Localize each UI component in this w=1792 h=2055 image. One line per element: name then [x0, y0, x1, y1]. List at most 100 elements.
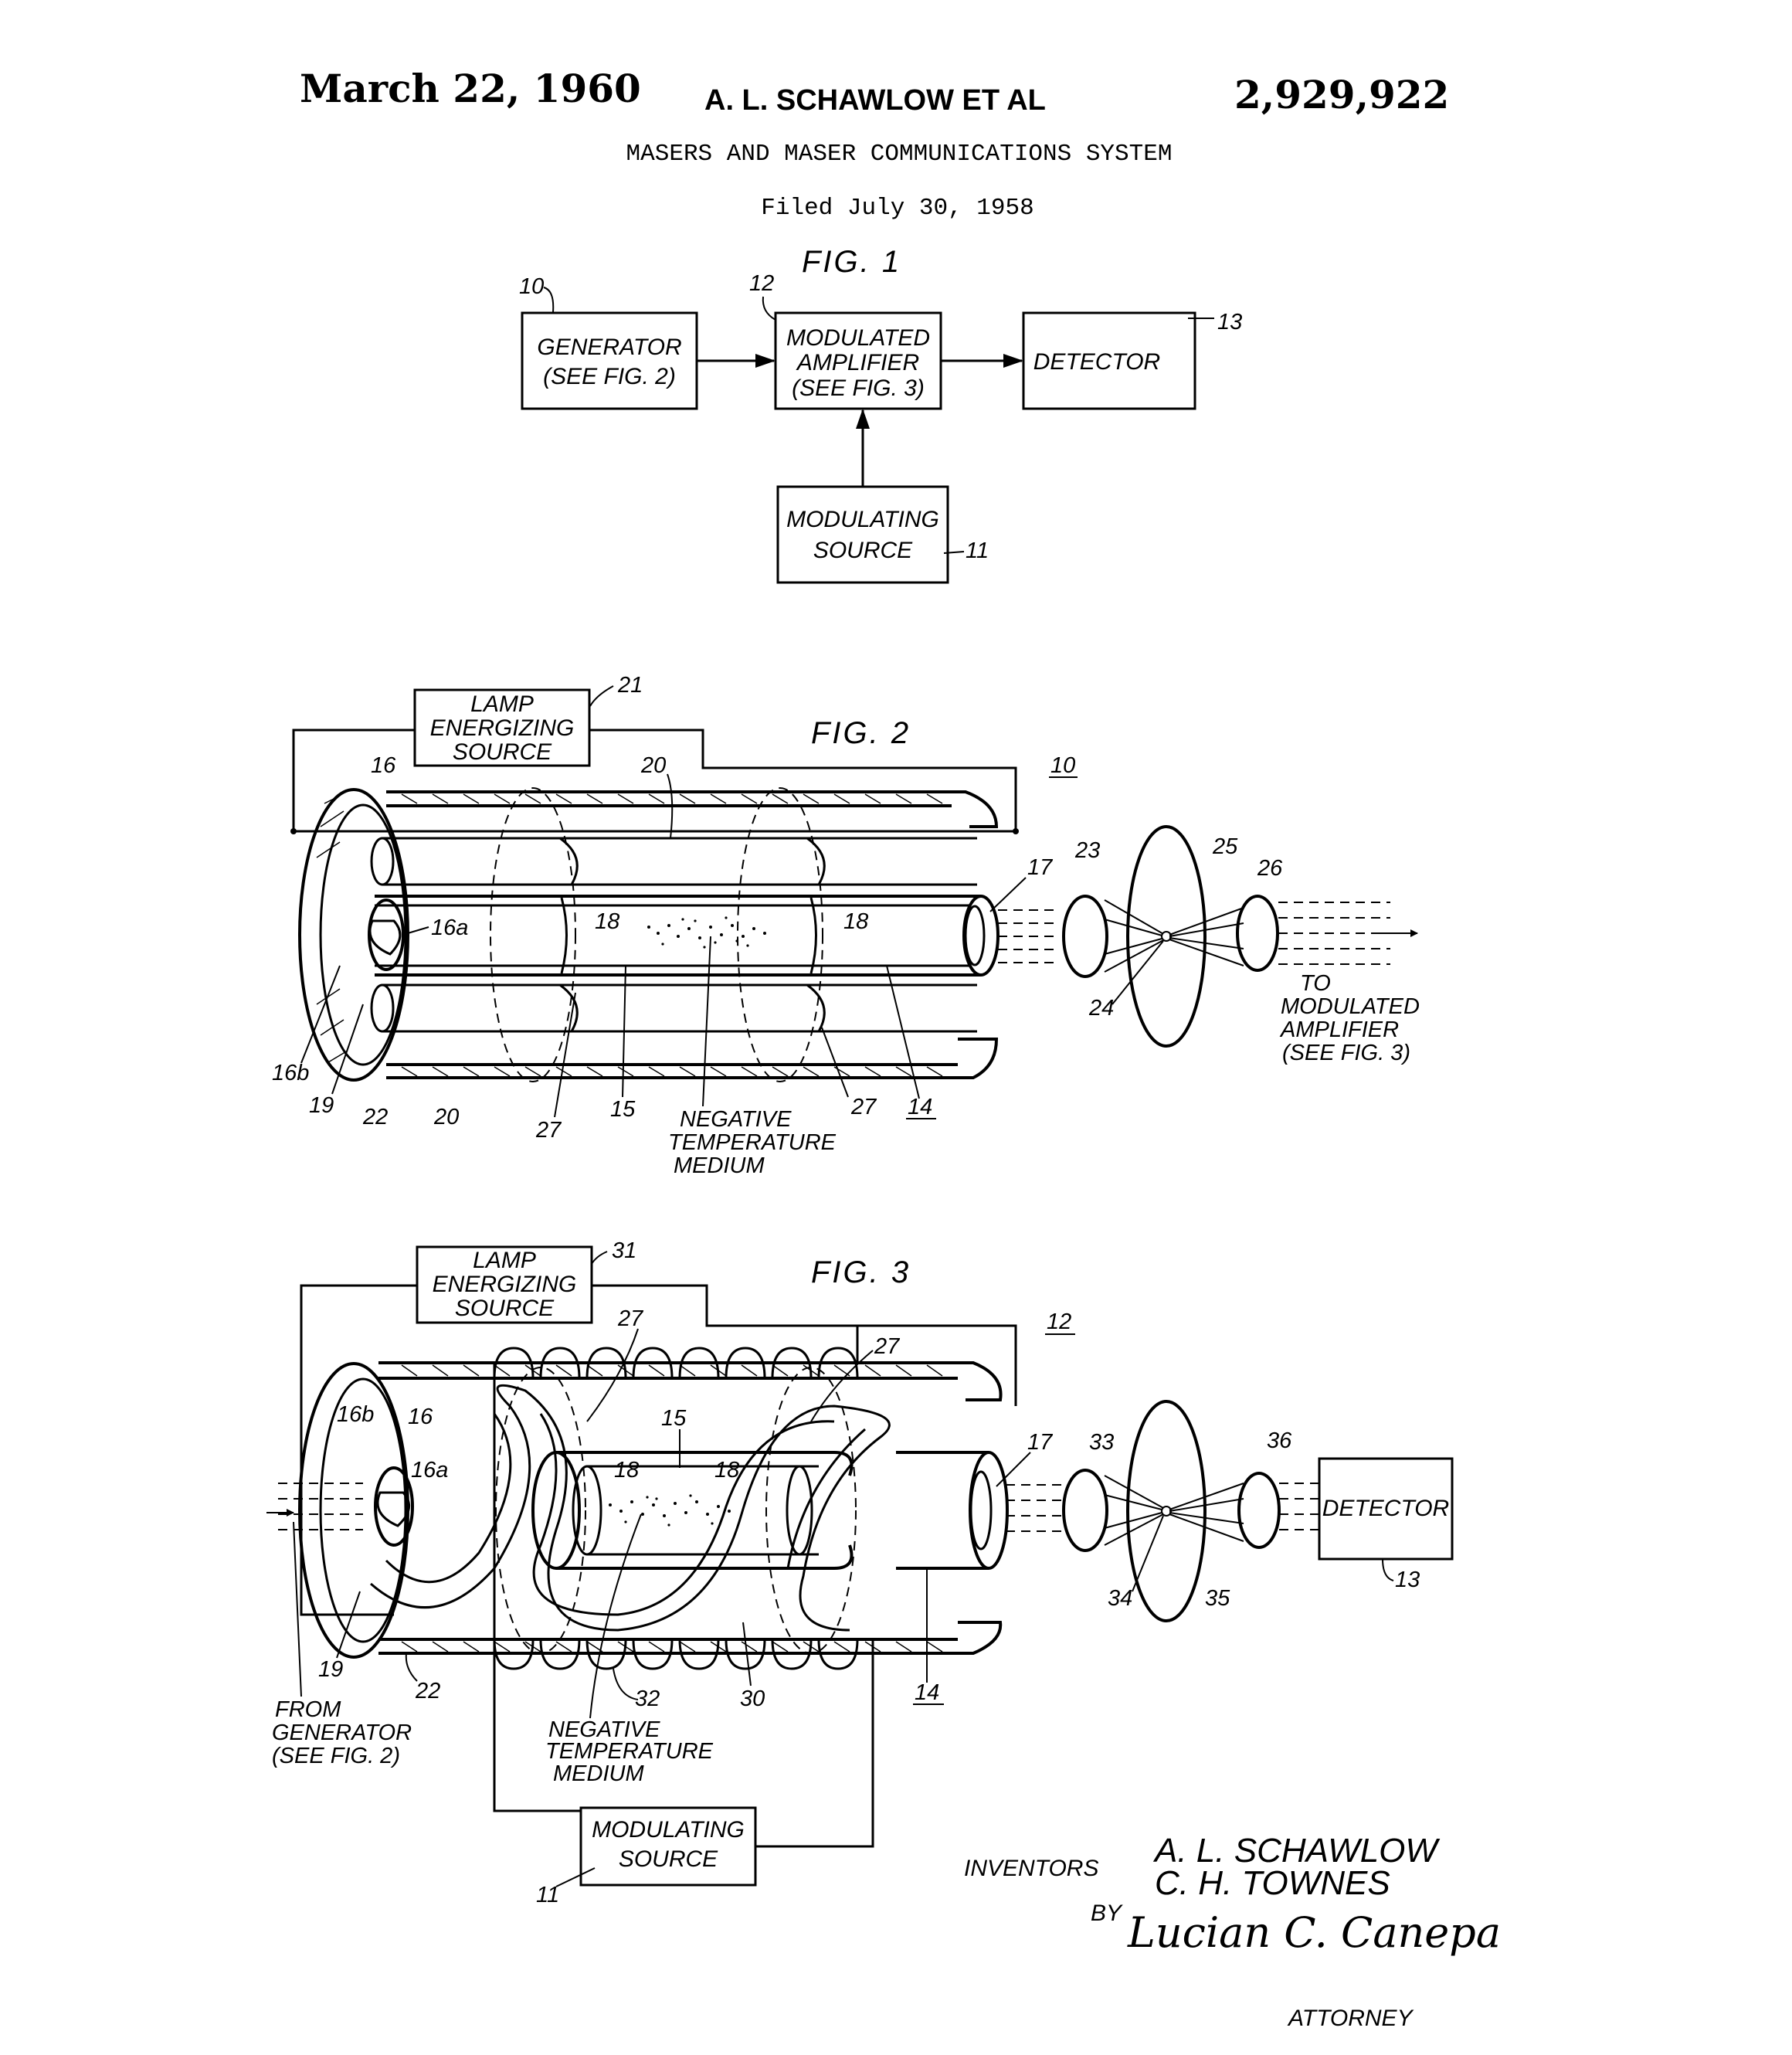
ref-27-left: 27 — [535, 1118, 562, 1143]
lamp-wire-right — [589, 730, 1016, 831]
lamp3-label-1: LAMP — [473, 1248, 536, 1273]
beam-to-detector — [1279, 1483, 1319, 1530]
lamp-terminals — [560, 838, 824, 1031]
ref-lamp: 21 — [617, 673, 643, 698]
attorney-label: ATTORNEY — [1287, 2006, 1414, 2031]
medium3-label-3: MEDIUM — [553, 1761, 644, 1786]
lamp-label-2: ENERGIZING — [430, 715, 575, 741]
ref-16a: 16a — [431, 915, 468, 940]
modulating-label-1: MODULATING — [786, 507, 939, 532]
ref-27-right: 27 — [850, 1095, 877, 1119]
lower-lamp-end — [372, 985, 393, 1031]
medium-label-1: NEGATIVE — [680, 1107, 792, 1132]
semi-transparent-mirror-17 — [966, 906, 984, 965]
ref-34: 34 — [1108, 1586, 1132, 1611]
ref-16b: 16b — [272, 1061, 309, 1085]
ref-detector: 13 — [1217, 310, 1242, 335]
figure-1-block-diagram: FIG. 1 GENERATOR (SEE FIG. 2) 10 MODULAT… — [519, 245, 1242, 583]
ref-22: 22 — [415, 1679, 440, 1703]
lamp3-wire-left — [301, 1286, 417, 1615]
ref-16: 16 — [408, 1405, 433, 1429]
ref-26: 26 — [1257, 856, 1283, 881]
leader-10 — [544, 287, 553, 312]
medium-label-3: MEDIUM — [674, 1153, 765, 1178]
attorney-signature: Lucian C. Canepa — [1127, 1908, 1501, 1957]
by-label: BY — [1091, 1900, 1123, 1926]
semi-transparent-mirror-17 — [971, 1472, 991, 1549]
ref-17: 17 — [1027, 1430, 1054, 1455]
leader-31 — [592, 1252, 607, 1264]
header-inventors: A. L. SCHAWLOW ET AL — [704, 84, 1046, 117]
ref-generator: 10 — [519, 274, 544, 299]
converging-rays — [1105, 900, 1165, 972]
ref-18-left: 18 — [595, 909, 619, 934]
lamp3-label-2: ENERGIZING — [433, 1272, 577, 1297]
lens-26 — [1237, 896, 1278, 970]
terminal — [290, 828, 297, 834]
cylinder-end-outer — [300, 790, 408, 1080]
patent-title: MASERS AND MASER COMMUNICATIONS SYSTEM — [626, 141, 1173, 168]
leader-34 — [1132, 1516, 1163, 1591]
medium-tube-end-mirror — [964, 896, 998, 975]
ref-36: 36 — [1267, 1428, 1292, 1453]
ref-33: 33 — [1089, 1430, 1114, 1455]
ref-27-top-right: 27 — [874, 1334, 901, 1359]
lamp-wire-left — [294, 730, 415, 830]
medium-tube — [375, 1452, 1007, 1568]
lamp3-label-3: SOURCE — [455, 1296, 555, 1321]
generator-label-1: GENERATOR — [537, 335, 681, 360]
ref-35: 35 — [1205, 1586, 1230, 1611]
filed-date: Filed July 30, 1958 — [761, 195, 1033, 222]
detector3-label: DETECTOR — [1322, 1496, 1449, 1521]
input-label-2: GENERATOR — [272, 1720, 412, 1745]
lamp-label-1: LAMP — [470, 691, 534, 717]
patent-date: March 22, 1960 — [300, 66, 641, 111]
tube-joint-18-left — [573, 1466, 601, 1554]
diverging-rays — [1169, 1483, 1244, 1541]
ref-22: 22 — [362, 1105, 388, 1129]
figure-3-modulated-amplifier: FIG. 3 LAMP ENERGIZING SOURCE 31 12 — [266, 1238, 1452, 1907]
lower-lamp-tube — [382, 985, 977, 1031]
output-label-3: AMPLIFIER — [1279, 1017, 1399, 1042]
outer-cylinder — [300, 1363, 1001, 1657]
ref-amplifier: 12 — [749, 271, 774, 296]
leader-11 — [556, 1868, 595, 1887]
ref-assembly-12: 12 — [1047, 1309, 1071, 1334]
ref-16: 16 — [371, 753, 396, 778]
cylinder3-top — [378, 1363, 1001, 1400]
amplifier-label-2: AMPLIFIER — [796, 350, 919, 375]
collimated-output-beam — [1278, 902, 1390, 964]
reflector-16a — [370, 921, 400, 954]
modulating3-label-1: MODULATING — [592, 1817, 745, 1843]
ref-15: 15 — [661, 1406, 687, 1431]
lens-23 — [1064, 896, 1107, 977]
beam-to-lens-23 — [998, 910, 1058, 963]
modulating-wire-right — [755, 1639, 873, 1846]
ref-detector-13: 13 — [1395, 1568, 1420, 1592]
ref-19: 19 — [309, 1093, 334, 1118]
ref-lamp-31: 31 — [612, 1238, 636, 1263]
ref-modulating: 11 — [966, 538, 989, 563]
output-label-2: MODULATED — [1281, 994, 1420, 1019]
ref-27-top-left: 27 — [617, 1306, 644, 1331]
leader-17 — [990, 878, 1026, 912]
detector-label: DETECTOR — [1033, 349, 1160, 375]
ref-19: 19 — [318, 1657, 343, 1682]
ref-14: 14 — [915, 1680, 939, 1705]
negative-temperature-medium-dots — [647, 916, 766, 948]
cylinder-end-inner — [321, 805, 406, 1065]
ref-11: 11 — [536, 1883, 559, 1907]
lamp3-wire-right — [592, 1286, 1016, 1406]
ref-25: 25 — [1212, 834, 1238, 859]
ref-assembly-10: 10 — [1050, 753, 1075, 778]
leader-27-left — [555, 993, 575, 1117]
output-label-4: (SEE FIG. 3) — [1282, 1041, 1410, 1065]
output-label-1: TO — [1300, 971, 1331, 996]
figure-3-title: FIG. 3 — [811, 1255, 911, 1289]
ref-18-right: 18 — [714, 1458, 739, 1483]
figure-2-generator-maser: FIG. 2 LAMP ENERGIZING SOURCE 21 10 — [272, 673, 1420, 1178]
outer-tube-end — [970, 1452, 1007, 1568]
leader-27a — [587, 1329, 638, 1422]
terminal — [1013, 828, 1019, 834]
